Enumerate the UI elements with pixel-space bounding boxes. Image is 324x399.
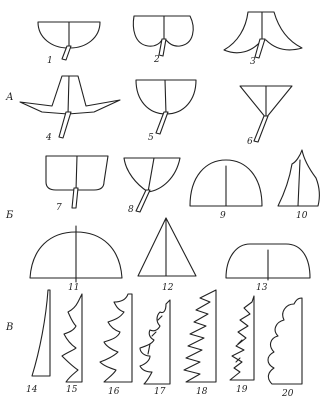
label-13: 13 [256, 283, 268, 293]
group-label-a: А [5, 92, 14, 103]
leaf-shape-7 [46, 156, 108, 208]
label-7: 7 [56, 203, 62, 213]
leaf-margin-17 [140, 300, 170, 384]
label-2: 2 [153, 55, 160, 65]
leaf-margin-16 [100, 294, 132, 382]
label-16: 16 [108, 387, 120, 397]
leaf-shape-1 [38, 22, 100, 60]
leaf-shape-6 [240, 86, 292, 142]
label-19: 19 [236, 385, 248, 395]
leaf-shape-10 [278, 150, 319, 206]
leaf-shape-5 [136, 80, 196, 134]
label-14: 14 [26, 385, 38, 395]
group-label-b: Б [5, 210, 14, 221]
label-15: 15 [66, 385, 78, 395]
group-label-v: В [5, 322, 13, 333]
label-20: 20 [281, 389, 294, 399]
label-6: 6 [247, 137, 253, 147]
leaf-margin-20 [268, 298, 302, 384]
leaf-margin-18 [184, 290, 216, 382]
label-12: 12 [162, 283, 174, 293]
label-5: 5 [148, 133, 154, 143]
leaf-shape-11 [30, 226, 122, 282]
label-11: 11 [68, 283, 79, 293]
label-9: 9 [220, 211, 226, 221]
leaf-margin-15 [62, 294, 82, 382]
leaf-shape-9 [190, 160, 262, 206]
leaf-shape-8 [124, 158, 180, 212]
leaf-margin-19 [230, 296, 254, 380]
label-17: 17 [154, 387, 166, 397]
label-8: 8 [128, 205, 134, 215]
leaf-shape-4 [20, 76, 120, 138]
leaf-shape-13 [226, 244, 310, 280]
label-18: 18 [196, 387, 208, 397]
label-3: 3 [250, 57, 256, 67]
leaf-shape-3 [224, 12, 302, 58]
label-4: 4 [45, 133, 52, 143]
leaf-shape-12 [138, 218, 196, 276]
leaf-margin-14 [32, 290, 50, 376]
leaf-shape-2 [133, 16, 193, 56]
label-10: 10 [296, 211, 308, 221]
label-1: 1 [47, 56, 53, 66]
